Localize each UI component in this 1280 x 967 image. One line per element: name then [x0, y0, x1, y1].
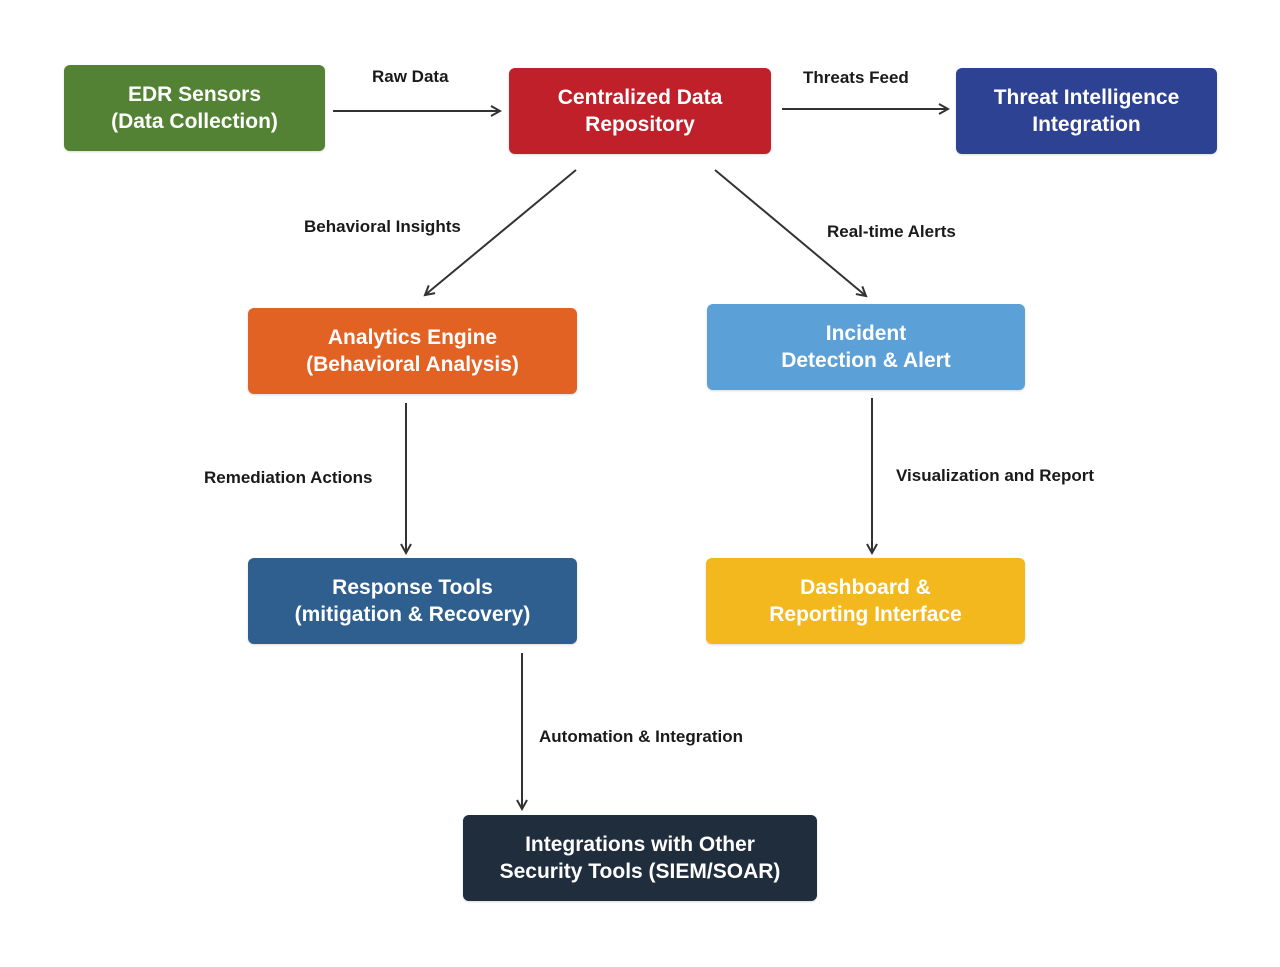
threat-intelligence-node: Threat Intelligence Integration — [956, 68, 1217, 154]
analytics-line1: Analytics Engine — [327, 326, 498, 349]
repository-line1: Centralized Data — [557, 86, 723, 109]
edge-label-remediation-actions: Remediation Actions — [204, 468, 373, 487]
edr-sensors-node: EDR Sensors (Data Collection) — [64, 65, 325, 151]
analytics-line2: (Behavioral Analysis) — [306, 353, 519, 376]
response-tools-node: Response Tools (mitigation & Recovery) — [248, 558, 577, 644]
edr-sensors-line2: (Data Collection) — [111, 110, 278, 133]
threat-intel-line2: Integration — [1032, 113, 1141, 136]
arrow-realtime-alerts — [714, 169, 866, 296]
integrations-line2: Security Tools (SIEM/SOAR) — [499, 860, 781, 883]
integrations-node: Integrations with Other Security Tools (… — [463, 815, 817, 901]
edge-label-realtime-alerts: Real-time Alerts — [827, 222, 956, 241]
dashboard-line2: Reporting Interface — [769, 603, 962, 626]
repository-line2: Repository — [585, 113, 695, 136]
threat-intel-line1: Threat Intelligence — [993, 86, 1180, 109]
edge-label-automation-integration: Automation & Integration — [539, 727, 743, 746]
centralized-repository-node: Centralized Data Repository — [509, 68, 771, 154]
edge-label-raw-data: Raw Data — [372, 67, 449, 86]
dashboard-line1: Dashboard & — [800, 576, 931, 599]
incident-line2: Detection & Alert — [781, 349, 951, 372]
dashboard-reporting-node: Dashboard & Reporting Interface — [706, 558, 1025, 644]
incident-detection-node: Incident Detection & Alert — [707, 304, 1025, 390]
response-line1: Response Tools — [332, 576, 493, 599]
edr-sensors-line1: EDR Sensors — [127, 83, 262, 106]
response-line2: (mitigation & Recovery) — [294, 603, 531, 626]
incident-line1: Incident — [825, 322, 907, 345]
edge-label-threats-feed: Threats Feed — [803, 68, 909, 87]
analytics-engine-node: Analytics Engine (Behavioral Analysis) — [248, 308, 577, 394]
edge-label-visualization-report: Visualization and Report — [896, 466, 1095, 485]
edge-label-behavioral-insights: Behavioral Insights — [304, 217, 461, 236]
integrations-line1: Integrations with Other — [525, 833, 755, 856]
arrow-behavioral-insights — [425, 169, 577, 295]
